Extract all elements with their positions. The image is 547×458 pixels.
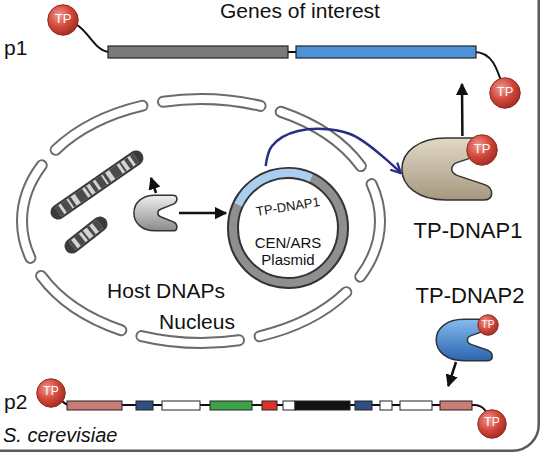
gene-block — [440, 401, 472, 410]
polymerase-shape: TP-DNAP1TP — [400, 136, 496, 202]
protein-label: TP — [477, 416, 507, 430]
protein-sphere — [467, 135, 498, 166]
chromosome-bands — [58, 158, 136, 212]
plasmid-label: CEN/ARS Plasmid — [238, 234, 338, 269]
connector-arrow — [266, 129, 400, 172]
protein-sphere — [48, 5, 79, 36]
genes-label: Genes of interest — [190, 0, 410, 23]
cell-outline: S. cerevisiae p1 Genes of interestTP TP Nucl… — [0, 0, 540, 452]
protein-label: TP — [466, 142, 498, 157]
gene-block — [262, 401, 277, 410]
terminal-protein: TP — [466, 134, 498, 166]
connector-arrow — [461, 84, 464, 136]
gene-block — [108, 46, 288, 58]
gene-block — [355, 401, 372, 410]
membrane-segments — [22, 99, 380, 343]
terminal-protein: TP — [47, 4, 79, 36]
terminal-protein: TP — [36, 378, 66, 408]
protein-sphere — [37, 379, 66, 408]
gene-block — [136, 401, 153, 410]
polymerase-shape: TP-DNAP2TP — [435, 318, 495, 362]
gene-block — [400, 401, 432, 410]
chromosome-outline — [58, 158, 136, 212]
chromosome-body — [58, 158, 136, 212]
plasmid-ring — [233, 173, 343, 283]
gene-label: TP-DNAP1 — [242, 193, 333, 222]
plasmid-label: p1 — [4, 36, 44, 60]
protein-sphere — [478, 315, 499, 336]
polymerase-body — [134, 195, 177, 231]
linear-plasmid: p2TPTP — [0, 386, 520, 434]
dna-strand — [51, 393, 492, 424]
protein-label: TP — [47, 12, 79, 27]
protein-sphere — [478, 410, 507, 439]
gene-block — [162, 401, 200, 410]
connector-arrow — [179, 212, 226, 215]
linear-plasmid: p1Genes of interestTPTP — [0, 0, 525, 84]
polymerase-label: TP-DNAP2 — [400, 283, 540, 308]
protein-label: TP — [489, 85, 521, 100]
terminal-protein: TP — [477, 409, 507, 439]
organism-label: S. cerevisiae — [3, 424, 143, 447]
circular-plasmid-shape — [226, 166, 350, 290]
cell-membrane — [0, 0, 539, 451]
protein-sphere — [490, 78, 521, 109]
membrane-segments — [22, 99, 380, 343]
linear-plasmid-shape — [0, 386, 520, 434]
gene-block — [283, 401, 295, 410]
plasmid-ring — [233, 173, 343, 283]
chromosome-body — [72, 224, 100, 246]
circular-plasmid: TP-DNAP1CEN/ARS Plasmid — [226, 166, 350, 290]
connector-arrow — [448, 362, 456, 386]
chromosome-outline — [72, 224, 100, 246]
gene-block — [295, 401, 350, 410]
polymerase-shape: Host DNAPs — [133, 194, 179, 232]
gene-block — [380, 401, 392, 410]
polymerase-label: Host DNAPs — [96, 279, 236, 303]
chromosome-bands — [72, 224, 100, 246]
polymerase-label: TP-DNAP1 — [398, 218, 538, 243]
gene-block — [67, 401, 122, 410]
nucleus-envelope: NucleusHost DNAPsTP-DNAP1CEN/ARS Plasmid — [15, 92, 387, 350]
protein-label: TP — [36, 385, 66, 399]
terminal-protein: TP — [477, 314, 499, 336]
replication-arrow — [151, 178, 156, 193]
gene-block — [296, 46, 476, 58]
terminal-protein: TP — [489, 77, 521, 109]
chromosome — [72, 224, 100, 246]
polymerase-shape-shape — [133, 194, 179, 232]
protein-label: TP — [477, 319, 499, 331]
gene-block — [210, 401, 252, 410]
compartment-label: Nucleus — [137, 310, 257, 334]
chromosome — [58, 158, 136, 212]
